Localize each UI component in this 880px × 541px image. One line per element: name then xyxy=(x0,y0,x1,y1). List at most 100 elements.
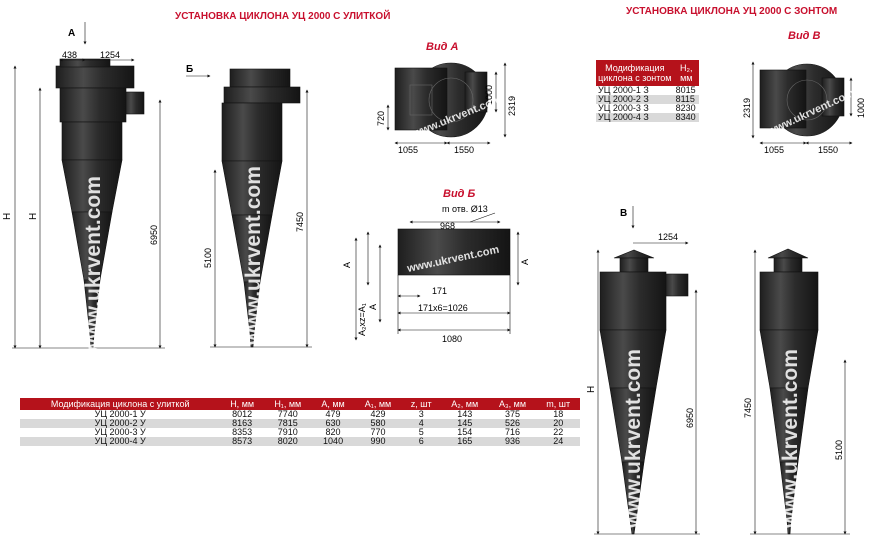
cyclone-snail-front xyxy=(55,58,145,349)
table-cell: УЦ 2000-3 З xyxy=(596,104,674,113)
dim-h: H xyxy=(2,213,13,220)
table-cell: 990 xyxy=(354,437,402,446)
dim-vb-171: 171 xyxy=(432,286,447,296)
table-cell: 20 xyxy=(536,419,580,428)
dim-vb-holes: m отв. Ø13 xyxy=(442,204,488,214)
table-cell: 145 xyxy=(440,419,489,428)
table-cell: 8353 xyxy=(220,428,264,437)
table-cell: УЦ 2000-3 У xyxy=(20,428,221,437)
table-cell: 18 xyxy=(536,410,580,419)
dim-h2: H xyxy=(586,386,597,393)
view-b-title: Вид Б xyxy=(443,188,476,200)
table-cell: 3 xyxy=(401,410,441,419)
cyclone-umbrella-side xyxy=(759,248,819,535)
table-header-cell: H₁, мм xyxy=(263,398,312,410)
view-a-title: Вид А xyxy=(426,41,459,53)
left-dimensions xyxy=(12,22,165,349)
view-v-title: Вид В xyxy=(788,30,821,42)
dim-vb-a4: A xyxy=(368,304,378,310)
dim-r-6950: 6950 xyxy=(685,408,695,428)
table-cell: 7815 xyxy=(263,419,312,428)
dim-vb-azx: A₂xz=A₁ xyxy=(357,303,367,336)
table-cell: 4 xyxy=(401,419,441,428)
view-a-dimensions xyxy=(386,62,507,145)
table-cell: 22 xyxy=(536,428,580,437)
table-cell: 8015 xyxy=(673,86,699,95)
table-cell: 6 xyxy=(401,437,441,446)
view-v-dimensions xyxy=(751,61,853,145)
table-header-cell: Модификация циклона с зонтом xyxy=(596,60,674,86)
table-cell: 8020 xyxy=(263,437,312,446)
dim-vb-a3: A xyxy=(520,259,530,265)
dim-va-1550: 1550 xyxy=(454,145,474,155)
table-header-cell: H₂, мм xyxy=(673,60,699,86)
table-cell: 526 xyxy=(488,419,537,428)
table-cell: 820 xyxy=(311,428,355,437)
table-cell: 8163 xyxy=(220,419,264,428)
table-cell: 375 xyxy=(488,410,537,419)
side-dimensions xyxy=(186,74,312,348)
table-cell: УЦ 2000-4 З xyxy=(596,113,674,122)
arrow-label-a: А xyxy=(68,28,75,39)
dim-1254: 1254 xyxy=(100,50,120,60)
dim-va-1000: 1000 xyxy=(484,85,494,105)
table-cell: 143 xyxy=(440,410,489,419)
title-snail: УСТАНОВКА ЦИКЛОНА УЦ 2000 С УЛИТКОЙ xyxy=(175,11,391,22)
table-cell: 936 xyxy=(488,437,537,446)
table-cell: УЦ 2000-2 З xyxy=(596,95,674,104)
dim-vv-1000: 1000 xyxy=(856,98,866,118)
table-cell: 770 xyxy=(354,428,402,437)
dim-6950: 6950 xyxy=(149,225,159,245)
watermark-7: www.ukrvent.com xyxy=(779,349,802,529)
dim-vv-1550: 1550 xyxy=(818,145,838,155)
table-cell: 8012 xyxy=(220,410,264,419)
table-cell: 154 xyxy=(440,428,489,437)
dim-r-5100: 5100 xyxy=(834,440,844,460)
table-cell: УЦ 2000-1 З xyxy=(596,86,674,95)
dim-vb-a: A xyxy=(342,262,352,268)
table-cell: 24 xyxy=(536,437,580,446)
dim-va-2319: 2319 xyxy=(507,96,517,116)
watermark-6: www.ukrvent.com xyxy=(622,349,645,529)
cyclone-umbrella-front xyxy=(599,249,689,535)
right-front-dimensions xyxy=(594,206,700,535)
dim-r-1254: 1254 xyxy=(658,232,678,242)
table-cell: 8230 xyxy=(673,104,699,113)
dim-va-1055: 1055 xyxy=(398,145,418,155)
table-cell: 580 xyxy=(354,419,402,428)
watermark-2: www.ukrvent.com xyxy=(242,166,265,346)
table-cell: УЦ 2000-4 У xyxy=(20,437,221,446)
table-cell: 7910 xyxy=(263,428,312,437)
table-cell: 8115 xyxy=(673,95,699,104)
table-cell: 8340 xyxy=(673,113,699,122)
view-v-drawing xyxy=(759,63,845,137)
dim-vb-1080: 1080 xyxy=(442,334,462,344)
dim-vb-968: 968 xyxy=(440,221,455,231)
dim-va-720: 720 xyxy=(376,111,386,126)
table-cell: 165 xyxy=(440,437,489,446)
dim-vv-2319: 2319 xyxy=(742,98,752,118)
table-cell: 7740 xyxy=(263,410,312,419)
table-header-cell: A₂, мм xyxy=(440,398,489,410)
watermark-1: www.ukrvent.com xyxy=(82,176,105,356)
dim-r-7450: 7450 xyxy=(743,398,753,418)
table-header-cell: H, мм xyxy=(220,398,264,410)
table-header-cell: m, шт xyxy=(536,398,580,410)
view-a-drawing xyxy=(394,62,489,138)
table-cell: 716 xyxy=(488,428,537,437)
table-header-cell: A₁, мм xyxy=(354,398,402,410)
view-b-dimensions xyxy=(354,212,520,341)
table-cell: 8573 xyxy=(220,437,264,446)
table-cell: УЦ 2000-1 У xyxy=(20,410,221,419)
dim-5100: 5100 xyxy=(203,248,213,268)
cyclone-snail-side xyxy=(221,68,301,348)
